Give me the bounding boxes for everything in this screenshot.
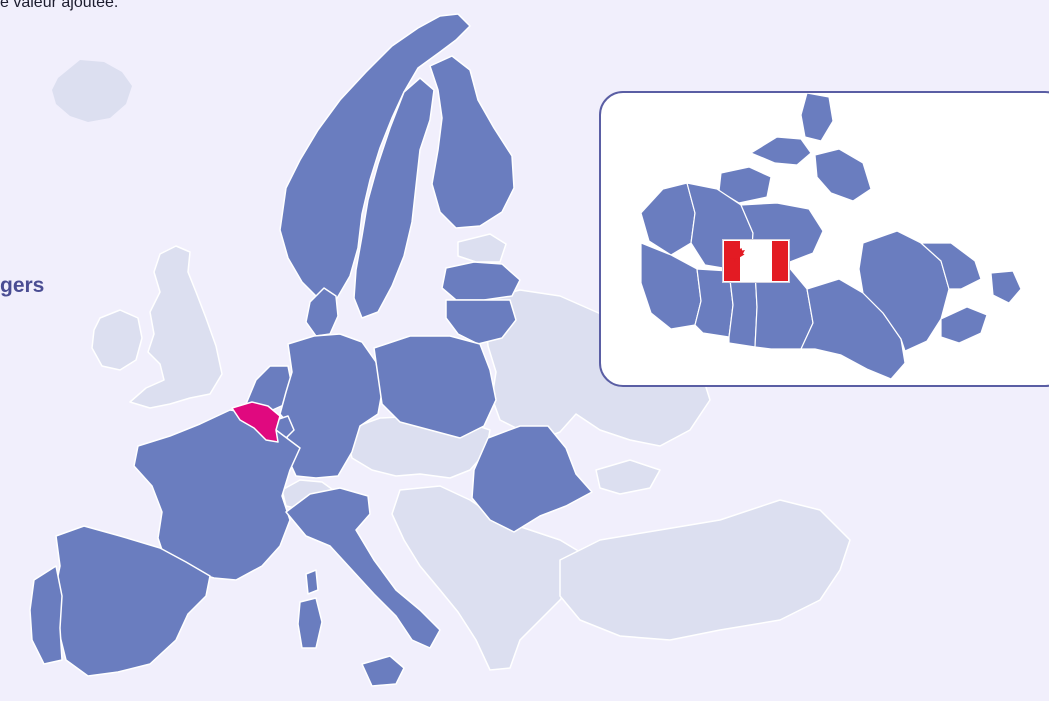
arctic-islands — [750, 136, 812, 166]
sweden — [353, 77, 435, 319]
sicily — [361, 655, 405, 687]
great-britain — [129, 245, 223, 409]
baffin-north — [800, 93, 834, 142]
poland — [373, 335, 497, 439]
yukon — [640, 182, 696, 256]
romania — [471, 425, 593, 533]
british-columbia — [640, 242, 702, 330]
maple-leaf-icon — [725, 242, 745, 262]
belgium — [231, 401, 281, 443]
saskatchewan — [728, 270, 758, 348]
sardinia — [297, 597, 323, 649]
crimea-region — [595, 459, 661, 495]
lithuania — [445, 299, 517, 345]
finland — [429, 55, 515, 229]
maritimes — [940, 306, 988, 344]
arctic-east — [814, 148, 872, 202]
canada-flag-icon — [723, 240, 789, 282]
estonia — [457, 233, 507, 263]
portugal — [29, 565, 63, 665]
newfoundland — [990, 270, 1022, 304]
canada-inset — [599, 91, 1049, 387]
denmark — [305, 287, 339, 337]
corsica — [305, 569, 319, 595]
turkey — [559, 499, 851, 641]
iceland — [52, 60, 132, 122]
side-heading-fragment: gers — [0, 274, 45, 297]
italy — [285, 487, 441, 649]
ireland — [91, 309, 143, 371]
intro-text-fragment: e valeur ajoutée. — [0, 0, 119, 11]
labrador — [920, 242, 982, 290]
germany — [279, 333, 383, 479]
latvia — [441, 261, 521, 301]
canada-map — [640, 93, 1022, 380]
